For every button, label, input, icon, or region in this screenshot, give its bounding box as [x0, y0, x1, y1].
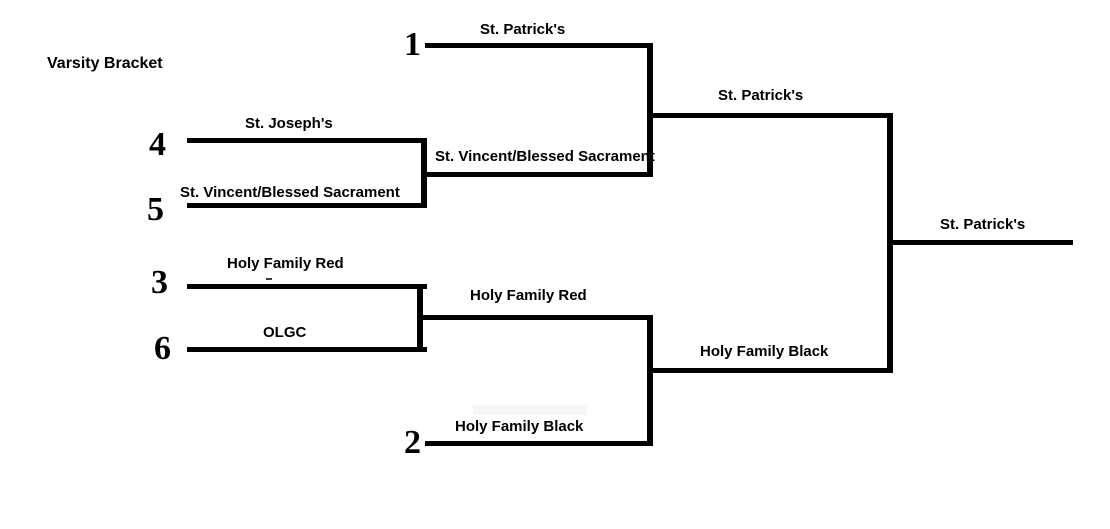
quarterfinal-top-winner-line [427, 172, 653, 177]
seed-number-4: 4 [149, 126, 166, 163]
seed-6-line [187, 347, 427, 352]
champion-label: St. Patrick's [940, 216, 1026, 233]
seed-4-line [187, 138, 427, 143]
seed-number-6: 6 [154, 330, 171, 367]
semifinal-top-winner-line [650, 113, 891, 118]
seed-3-line [187, 284, 427, 289]
seed-number-2: 2 [404, 424, 421, 461]
semifinal-bottom-connector [647, 315, 653, 446]
seed-number-5: 5 [147, 191, 164, 228]
erased-ghost-artifact [473, 405, 587, 415]
seed-number-3: 3 [151, 264, 168, 301]
seed-number-1: 1 [404, 26, 421, 63]
team-label-seed6: OLGC [263, 324, 307, 341]
quarterfinal-top-connector [421, 138, 427, 208]
team-label-seed3: Holy Family Red [227, 255, 344, 272]
semifinal-bottom-winner-line [650, 368, 891, 373]
stray-dash-artifact [266, 278, 272, 280]
bracket-title: Varsity Bracket [47, 55, 163, 72]
quarterfinal-bottom-winner-line [421, 315, 653, 320]
team-label-seed5: St. Vincent/Blessed Sacrament [180, 184, 400, 201]
winner-label-sf-bottom: Holy Family Black [700, 343, 829, 360]
team-label-seed1: St. Patrick's [480, 21, 566, 38]
team-label-seed2: Holy Family Black [455, 418, 584, 435]
winner-label-qf-top: St. Vincent/Blessed Sacrament [435, 148, 655, 165]
winner-label-qf-bottom: Holy Family Red [470, 287, 587, 304]
team-label-seed4: St. Joseph's [245, 115, 333, 132]
champion-line [890, 240, 1073, 245]
winner-label-sf-top: St. Patrick's [718, 87, 804, 104]
seed-1-line [425, 43, 653, 48]
quarterfinal-bottom-connector [417, 284, 423, 352]
seed-5-line [187, 203, 427, 208]
seed-2-line [425, 441, 653, 446]
semifinal-top-connector [647, 43, 653, 177]
